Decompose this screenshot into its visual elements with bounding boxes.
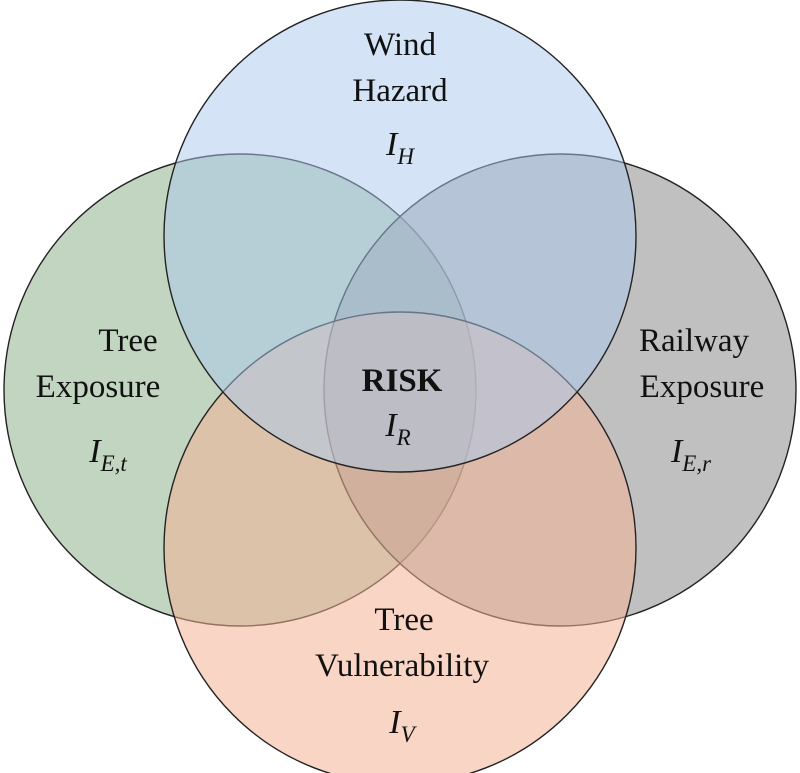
wind-hazard-line1: Wind	[364, 27, 436, 63]
tree-exposure-label: Tree Exposure IE,t	[36, 323, 161, 476]
railway-exposure-index: IE,r	[670, 433, 712, 476]
risk-label: RISK IR	[362, 363, 443, 450]
railway-exposure-label: Railway Exposure IE,r	[639, 323, 764, 476]
tree-exposure-index: IE,t	[88, 433, 127, 476]
risk-title: RISK	[362, 363, 443, 399]
railway-exposure-line2: Exposure	[640, 369, 765, 405]
wind-hazard-index: IH	[385, 126, 415, 169]
venn-circles	[3, 0, 797, 773]
wind-hazard-circle	[163, 0, 637, 473]
risk-index: IR	[384, 407, 410, 450]
railway-exposure-line1: Railway	[639, 323, 749, 359]
tree-vulnerability-line2: Vulnerability	[315, 648, 489, 684]
wind-hazard-line2: Hazard	[352, 73, 448, 109]
tree-exposure-line2: Exposure	[36, 369, 161, 405]
tree-exposure-line1: Tree	[98, 323, 157, 359]
wind-hazard-label: Wind Hazard IH	[352, 27, 448, 169]
tree-vulnerability-index: IV	[388, 704, 417, 747]
tree-vulnerability-line1: Tree	[374, 602, 433, 638]
tree-vulnerability-label: Tree Vulnerability IV	[315, 602, 489, 747]
